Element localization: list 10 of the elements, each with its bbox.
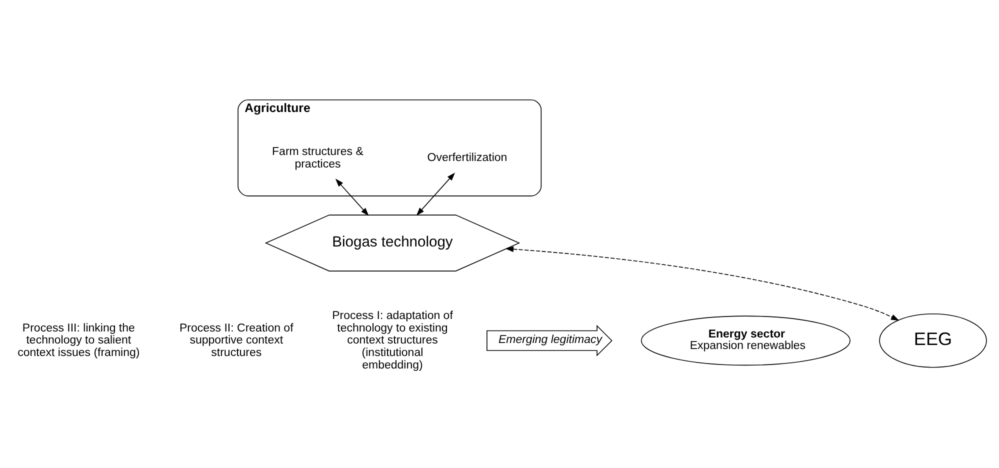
label: Process II: Creation of supportive context structures	[180, 322, 294, 359]
label: Process III: linking the technology to salient context issues (framing)	[18, 322, 140, 359]
node-text: Overfertilization	[427, 152, 508, 164]
node-text: Farm structures & practices	[272, 146, 364, 170]
arrow	[505, 246, 900, 321]
node-ellipse: Energy sector Expansion renewables	[640, 316, 850, 366]
legend-label: Emerging legitimacy	[498, 334, 602, 346]
arrow	[416, 172, 456, 216]
arrow	[335, 178, 369, 216]
label: Process I: adaptation of technology to existing context structures (institutional embedding)	[332, 310, 453, 372]
